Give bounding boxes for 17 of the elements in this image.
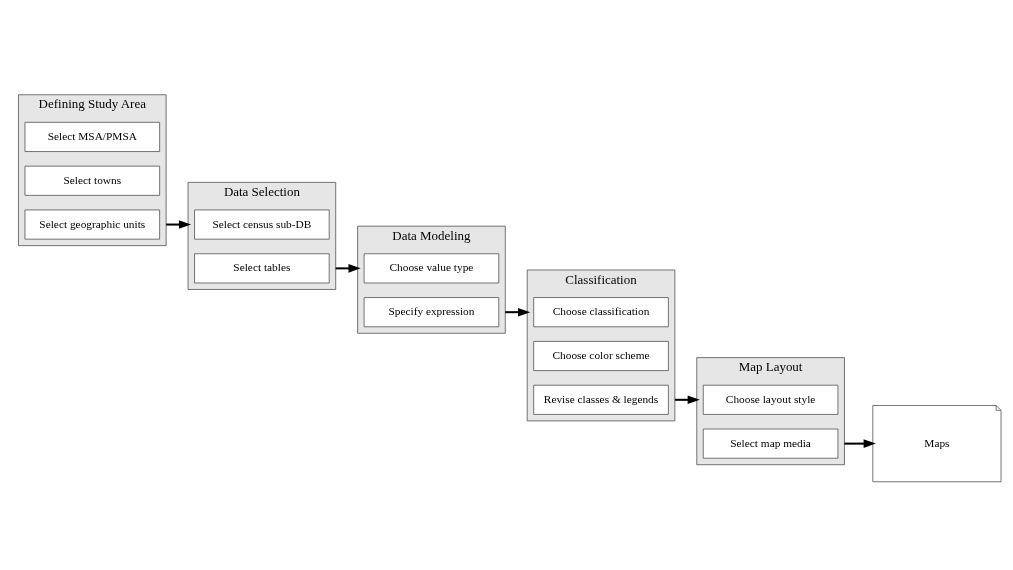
node-box: Specify expression — [363, 297, 500, 328]
node-box: Select census sub-DB — [194, 209, 330, 240]
node-box: Select map media — [702, 428, 839, 459]
node-box: Choose color scheme — [533, 341, 669, 371]
node-box: Choose value type — [363, 253, 500, 284]
node-box: Choose layout style — [702, 384, 839, 415]
arrow — [674, 395, 700, 405]
arrow — [844, 439, 876, 448]
arrow — [335, 264, 361, 273]
node-box: Select MSA/PMSA — [24, 121, 161, 152]
node-box: Revise classes & legends — [533, 384, 669, 415]
node-box: Select tables — [194, 253, 330, 284]
arrow — [505, 307, 531, 317]
node-box: Select towns — [24, 165, 161, 196]
arrow — [166, 220, 192, 229]
node-box: Choose classification — [533, 297, 669, 328]
node-box: Select geographic units — [24, 209, 161, 240]
